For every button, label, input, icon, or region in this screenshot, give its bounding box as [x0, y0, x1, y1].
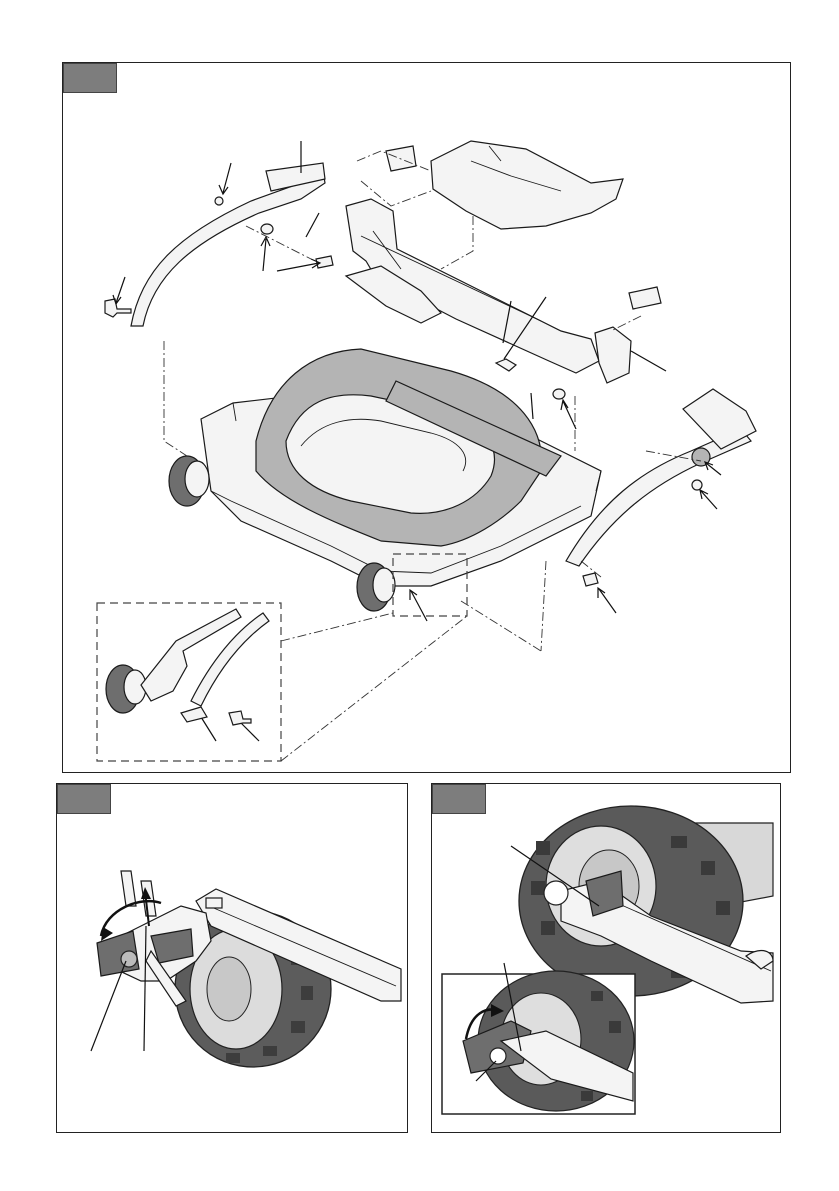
wheel-detail-drawing — [432, 784, 780, 1132]
exploded-assembly-drawing — [63, 63, 790, 772]
mower-deck — [201, 349, 601, 586]
wheel-detail-panel — [431, 783, 781, 1133]
exploded-view-panel — [62, 62, 791, 773]
inset-detail — [442, 971, 635, 1114]
rear-wheel-left — [169, 456, 209, 506]
lever-detail-drawing — [57, 784, 407, 1132]
rear-wheel-right — [357, 563, 395, 611]
lever-detail-panel — [56, 783, 408, 1133]
handle-assembly — [346, 141, 631, 383]
